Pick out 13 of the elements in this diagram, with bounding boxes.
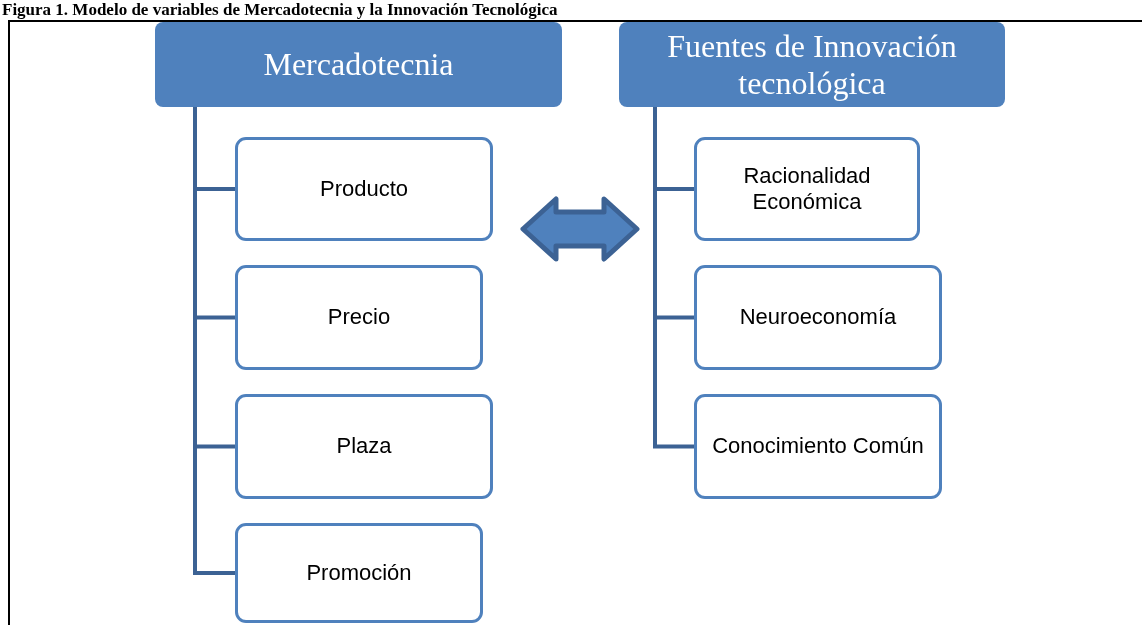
double-arrow: [520, 196, 640, 262]
item-box: Precio: [235, 265, 483, 370]
connector-line: [653, 107, 694, 449]
figure-title: Figura 1. Modelo de variables de Mercadotecnia y la Innovación Tecnológica: [2, 0, 558, 20]
item-box: Racionalidad Económica: [694, 137, 920, 241]
item-box: Plaza: [235, 394, 493, 499]
header-box: Mercadotecnia: [155, 22, 562, 107]
header-box: Fuentes de Innovación tecnológica: [619, 22, 1005, 107]
item-box: Producto: [235, 137, 493, 241]
item-box: Promoción: [235, 523, 483, 623]
item-box: Conocimiento Común: [694, 394, 942, 499]
connector-line: [193, 107, 235, 575]
item-box: Neuroeconomía: [694, 265, 942, 370]
